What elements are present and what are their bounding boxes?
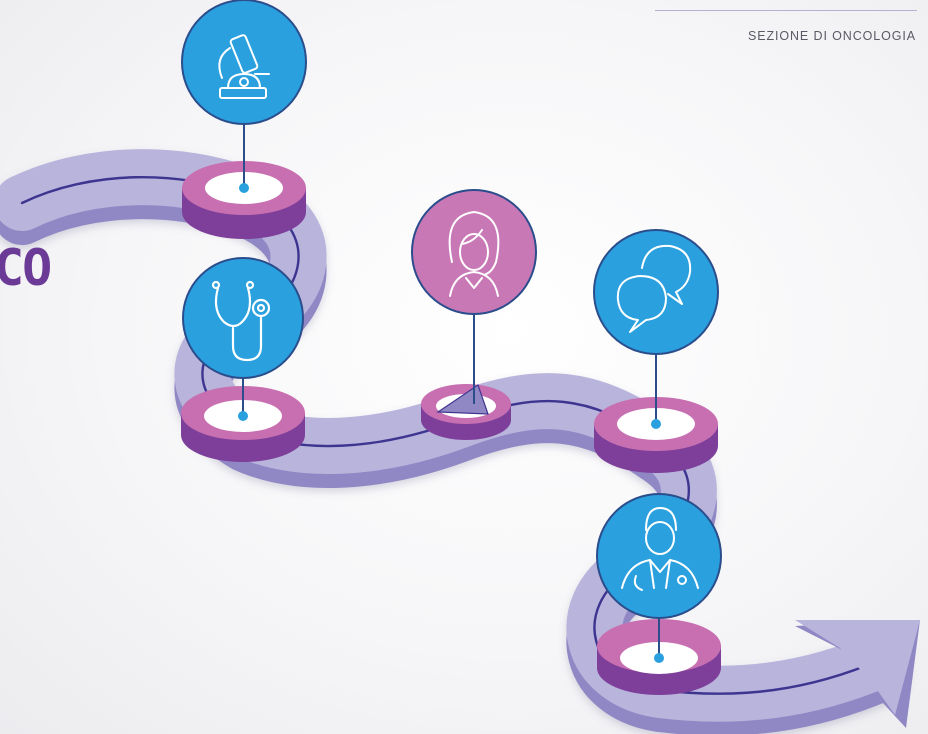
journey-step-stethoscope[interactable]: [181, 257, 305, 462]
section-label: SEZIONE DI ONCOLOGIA: [747, 29, 916, 43]
journey-step-consultation[interactable]: [593, 229, 719, 473]
woman-patient-icon: [448, 211, 500, 297]
journey-step-doctor[interactable]: [596, 493, 722, 695]
page-title-partial: CO: [0, 239, 52, 297]
doctor-icon: [621, 507, 699, 591]
journey-step-microscope[interactable]: [181, 0, 307, 239]
journey-step-patient[interactable]: [411, 189, 537, 440]
speech-bubbles-icon: [616, 244, 692, 333]
header-divider: [655, 10, 917, 11]
stethoscope-icon: [211, 280, 271, 362]
microscope-icon: [218, 34, 270, 99]
road-arrow-head: [795, 620, 920, 728]
